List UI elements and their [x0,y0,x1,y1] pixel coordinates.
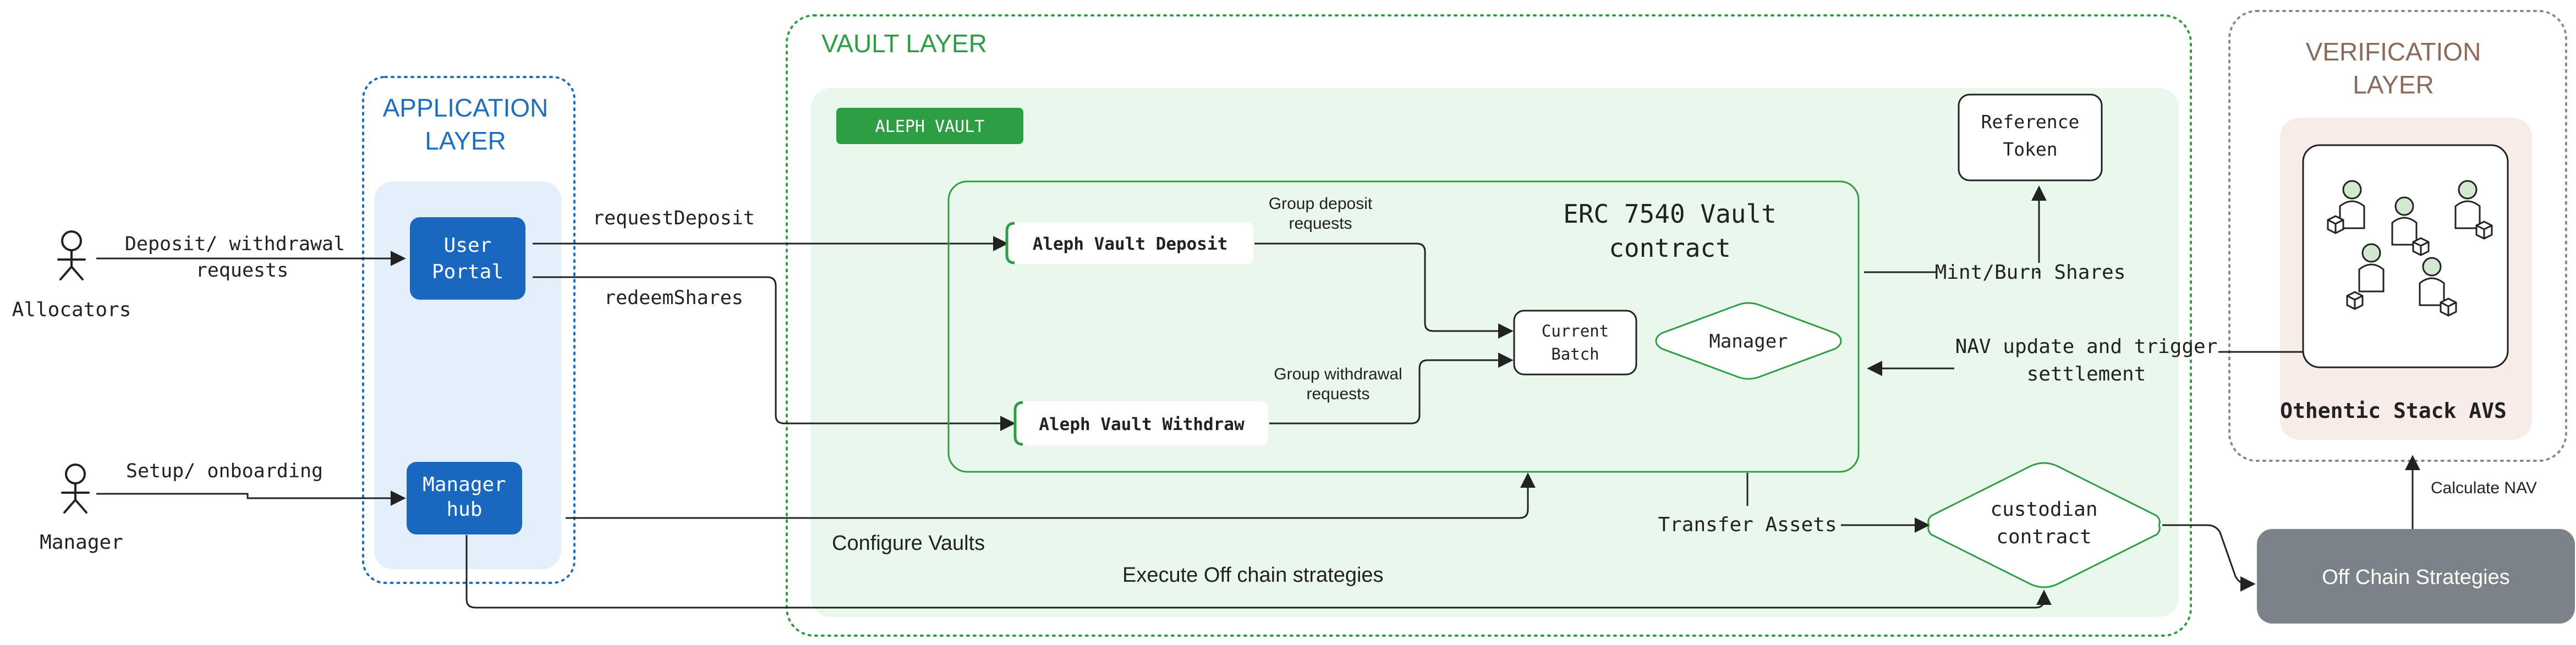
edge-label-calculate-nav: Calculate NAV [2431,479,2537,497]
avs-operators-box [2302,144,2509,368]
edge-label-mint-burn: Mint/Burn Shares [1935,261,2126,284]
custodian-label-line1: custodian [1990,498,2097,521]
manager-diamond[interactable] [1655,302,1842,380]
edge-label-setup-onboarding: Setup/ onboarding [126,460,323,482]
current-batch-label-line1: Current [1542,322,1609,340]
reference-token-box[interactable] [1958,93,2103,181]
edge-label-deposit-withdrawal-line1: Deposit/ withdrawal [125,233,345,255]
edge-label-deposit-withdrawal-line2: requests [196,260,289,282]
application-layer-title-line2: LAYER [425,126,506,155]
manager-hub-label-line1: Manager [423,473,506,496]
aleph-vault-deposit-accent [1005,222,1015,264]
erc7540-title-line2: contract [1609,233,1731,263]
edge-redeem-shares [533,276,1016,431]
reference-token-label-line1: Reference [1981,111,2080,133]
edge-label-nav-update-line2: settlement [2027,363,2146,385]
off-chain-strategies-label: Off Chain Strategies [2322,566,2509,589]
edge-label-group-withdrawal-line1: Group withdrawal [1274,365,1402,383]
edge-manager-hub-to-custodian [465,535,2052,609]
custodian-contract-diamond[interactable] [1927,462,2161,588]
user-portal-label-line1: User [444,234,492,257]
application-layer-title-line1: APPLICATION [383,93,549,122]
edge-label-group-deposit-line2: requests [1289,214,1352,233]
edge-group-deposit [1254,242,1514,339]
edge-manager-hub-to-vault [566,472,1536,519]
current-batch-box[interactable] [1513,310,1637,376]
edge-label-request-deposit: requestDeposit [593,207,755,229]
aleph-vault-withdraw-box[interactable] [1015,401,1268,445]
edge-custodian-to-offchain [2162,524,2256,592]
edge-label-redeem-shares: redeemShares [604,287,743,309]
edge-group-withdrawal [1269,352,1514,425]
operator-node-icon [2419,257,2457,317]
edge-label-configure-vaults: Configure Vaults [832,532,985,555]
application-layer-container [362,76,576,584]
verification-layer-title-line2: LAYER [2353,70,2434,99]
allocators-person-icon [57,230,86,280]
verification-layer-title-line1: VERIFICATION [2306,37,2481,66]
operator-node-icon [2346,243,2385,310]
edge-nav-update [1868,351,2303,368]
allocators-label: Allocators [12,299,131,321]
erc7540-vault-contract-box [947,180,1860,473]
aleph-vault-withdraw-label: Aleph Vault Withdraw [1039,415,1245,434]
user-portal-label-line2: Portal [432,261,503,283]
manager-hub-button[interactable] [407,462,522,534]
verification-layer-container [2228,10,2567,462]
operator-node-icon [2454,180,2493,240]
manager-label: Manager [40,531,123,554]
edge-label-transfer-assets: Transfer Assets [1658,514,1837,536]
manager-hub-label-line2: hub [446,498,482,521]
vault-layer-container [786,14,2192,637]
current-batch-label-line2: Batch [1551,345,1599,363]
aleph-vault-badge [836,108,1023,144]
custodian-label-line2: contract [1996,526,2091,548]
aleph-vault-deposit-label: Aleph Vault Deposit [1033,234,1228,254]
edge-label-nav-update-line1: NAV update and trigger [1955,335,2218,358]
operator-node-icon [2327,180,2365,234]
edge-manager-to-manager-hub [96,490,406,506]
edge-label-group-deposit-line1: Group deposit [1269,195,1373,213]
aleph-vault-panel [811,88,2179,617]
edge-label-group-withdrawal-line2: requests [1306,385,1369,403]
reference-token-label-line2: Token [2003,139,2057,160]
vault-layer-title: VAULT LAYER [821,29,987,58]
aleph-vault-badge-label: ALEPH VAULT [875,117,985,136]
operator-node-icon [2391,196,2430,256]
aleph-vault-deposit-box[interactable] [1007,222,1253,264]
aleph-vault-withdraw-accent [1013,401,1023,446]
manager-person-icon [61,464,90,514]
edge-label-execute-off-chain: Execute Off chain strategies [1122,564,1384,587]
erc7540-title-line1: ERC 7540 Vault [1563,199,1777,229]
manager-diamond-label: Manager [1709,330,1788,352]
off-chain-strategies-box[interactable] [2257,529,2575,624]
avs-label: Othentic Stack AVS [2280,399,2507,423]
user-portal-button[interactable] [410,217,525,300]
